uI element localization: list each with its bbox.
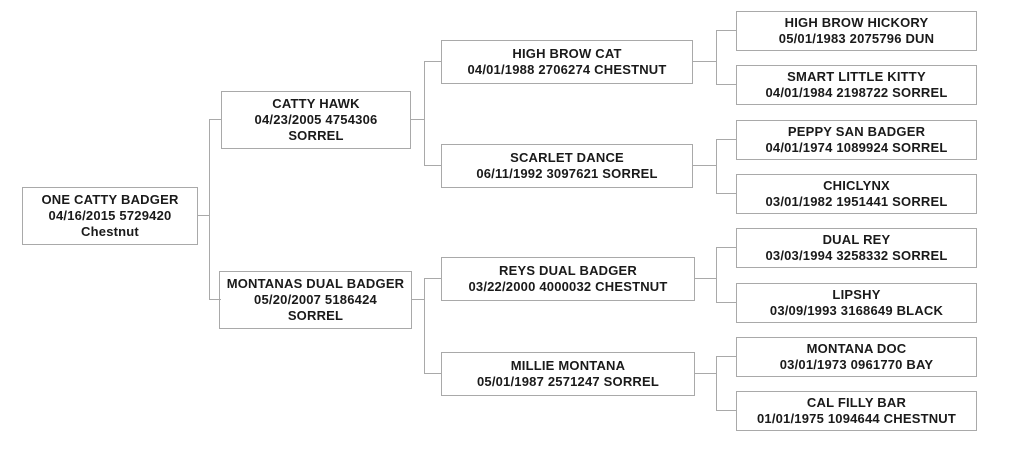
pedigree-node-cal-filly-bar: CAL FILLY BAR 01/01/1975 1094644 CHESTNU…	[736, 391, 977, 431]
horse-name: CHICLYNX	[823, 178, 890, 193]
horse-color: SORREL	[288, 128, 344, 143]
horse-details: 05/01/1983 2075796 DUN	[778, 31, 935, 46]
connector-subject-stub	[197, 215, 210, 216]
horse-name: DUAL REY	[822, 232, 891, 247]
horse-name: LIPSHY	[832, 287, 881, 302]
horse-name: PEPPY SAN BADGER	[787, 124, 926, 139]
pedigree-node-millie-montana: MILLIE MONTANA 05/01/1987 2571247 SORREL	[441, 352, 695, 396]
connector-dam-sire-to-children	[716, 247, 736, 303]
horse-name: HIGH BROW CAT	[512, 46, 622, 61]
horse-details: 03/22/2000 4000032 CHESTNUT	[468, 279, 668, 294]
pedigree-node-catty-hawk: CATTY HAWK 04/23/2005 4754306 SORREL	[221, 91, 411, 149]
horse-details: 04/16/2015 5729420	[48, 208, 172, 223]
connector-dam-stub	[411, 299, 424, 300]
horse-details: 03/01/1973 0961770 BAY	[779, 357, 934, 372]
horse-name: MONTANAS DUAL BADGER	[226, 276, 405, 291]
horse-details: 05/20/2007 5186424	[254, 292, 377, 307]
pedigree-node-lipshy: LIPSHY 03/09/1993 3168649 BLACK	[736, 283, 977, 323]
horse-name: HIGH BROW HICKORY	[784, 15, 929, 30]
horse-color: Chestnut	[81, 224, 139, 239]
horse-name: SMART LITTLE KITTY	[787, 69, 926, 84]
horse-details: 06/11/1992 3097621 SORREL	[476, 166, 658, 181]
pedigree-node-montana-doc: MONTANA DOC 03/01/1973 0961770 BAY	[736, 337, 977, 377]
horse-details: 03/09/1993 3168649 BLACK	[769, 303, 944, 318]
horse-name: MILLIE MONTANA	[510, 358, 626, 373]
connector-subject-to-parents	[209, 119, 221, 300]
horse-details: 01/01/1975 1094644 CHESTNUT	[756, 411, 957, 426]
connector-sire-dam-stub	[692, 165, 716, 166]
horse-details: 04/23/2005 4754306	[254, 112, 378, 127]
connector-sire-sire-stub	[692, 61, 716, 62]
pedigree-node-scarlet-dance: SCARLET DANCE 06/11/1992 3097621 SORREL	[441, 144, 693, 188]
connector-sire-stub	[410, 119, 424, 120]
connector-sire-sire-to-children	[716, 30, 736, 85]
horse-name: REYS DUAL BADGER	[498, 263, 638, 278]
pedigree-node-montanas-dual-badger: MONTANAS DUAL BADGER 05/20/2007 5186424 …	[219, 271, 412, 329]
pedigree-node-dual-rey: DUAL REY 03/03/1994 3258332 SORREL	[736, 228, 977, 268]
pedigree-node-reys-dual-badger: REYS DUAL BADGER 03/22/2000 4000032 CHES…	[441, 257, 695, 301]
horse-details: 04/01/1984 2198722 SORREL	[765, 85, 948, 100]
connector-sire-dam-to-children	[716, 139, 736, 194]
horse-name: SCARLET DANCE	[510, 150, 624, 165]
pedigree-node-smart-little-kitty: SMART LITTLE KITTY 04/01/1984 2198722 SO…	[736, 65, 977, 105]
pedigree-node-high-brow-cat: HIGH BROW CAT 04/01/1988 2706274 CHESTNU…	[441, 40, 693, 84]
horse-details: 05/01/1987 2571247 SORREL	[476, 374, 660, 389]
pedigree-node-chiclynx: CHICLYNX 03/01/1982 1951441 SORREL	[736, 174, 977, 214]
horse-name: CATTY HAWK	[272, 96, 360, 111]
horse-name: CAL FILLY BAR	[806, 395, 907, 410]
connector-dam-to-grandparents	[424, 278, 441, 374]
horse-details: 04/01/1988 2706274 CHESTNUT	[467, 62, 667, 77]
pedigree-node-one-catty-badger: ONE CATTY BADGER 04/16/2015 5729420 Ches…	[22, 187, 198, 245]
pedigree-node-peppy-san-badger: PEPPY SAN BADGER 04/01/1974 1089924 SORR…	[736, 120, 977, 160]
horse-name: MONTANA DOC	[806, 341, 907, 356]
pedigree-node-high-brow-hickory: HIGH BROW HICKORY 05/01/1983 2075796 DUN	[736, 11, 977, 51]
horse-details: 04/01/1974 1089924 SORREL	[765, 140, 948, 155]
horse-details: 03/01/1982 1951441 SORREL	[765, 194, 948, 209]
horse-color: SORREL	[287, 308, 344, 323]
connector-sire-to-grandparents	[424, 61, 441, 166]
horse-name: ONE CATTY BADGER	[41, 192, 179, 207]
connector-dam-sire-stub	[694, 278, 716, 279]
connector-dam-dam-to-children	[716, 356, 736, 411]
horse-details: 03/03/1994 3258332 SORREL	[765, 248, 948, 263]
connector-dam-dam-stub	[694, 373, 716, 374]
